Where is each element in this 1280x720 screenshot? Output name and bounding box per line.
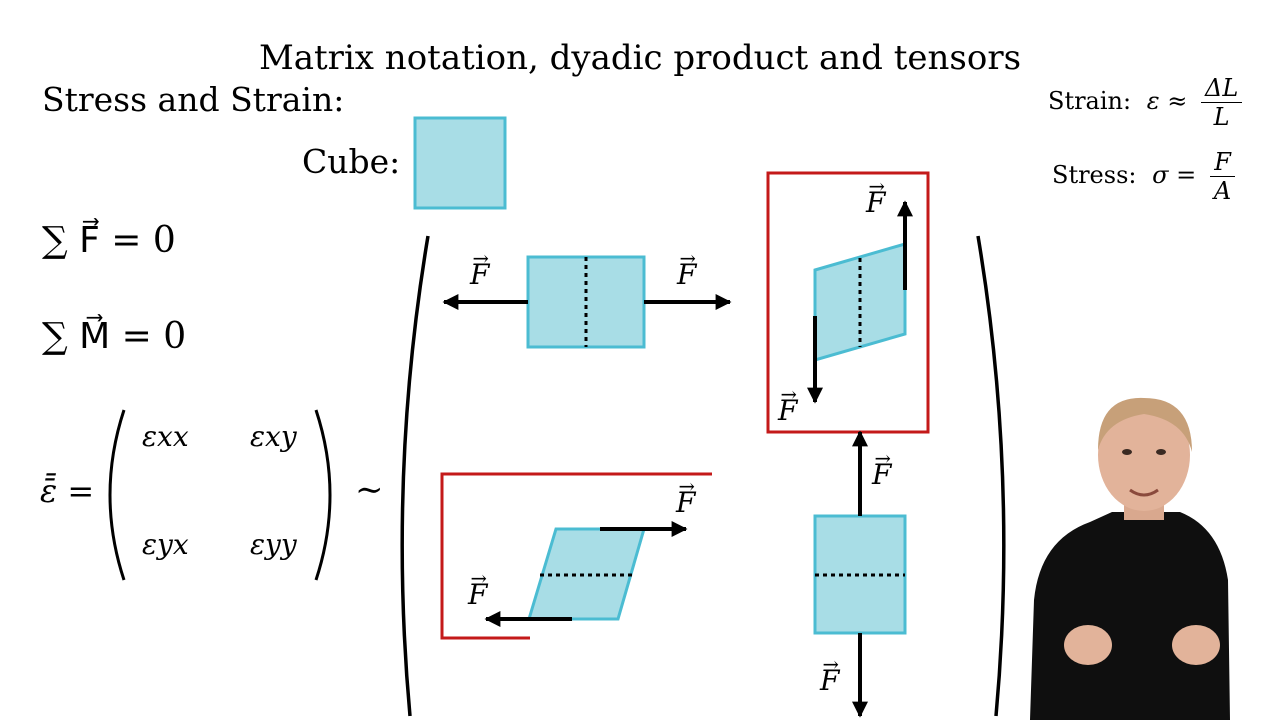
force-label-left-yx: F [468, 567, 488, 611]
stress-definition: Stress: σ = F A [1052, 148, 1236, 205]
presenter-figure [1030, 397, 1230, 720]
force-label-up-yy: F [872, 447, 892, 491]
strain-label: Strain: [1048, 87, 1132, 115]
moment-balance-equation: ∑ M⃗ = 0 [42, 316, 187, 357]
matrix-element-yy: εyy [250, 528, 297, 561]
strain-numerator: ΔL [1201, 74, 1243, 103]
slide-title: Matrix notation, dyadic product and tens… [258, 38, 1022, 78]
stress-fraction: F A [1209, 148, 1236, 205]
matrix-left-paren [108, 409, 126, 581]
tension-block-yy [813, 514, 907, 635]
similar-symbol: ∼ [355, 470, 384, 510]
stress-label: Stress: [1052, 161, 1137, 189]
big-left-paren [400, 235, 430, 717]
tension-block [526, 255, 646, 349]
stress-denominator: A [1213, 177, 1232, 205]
force-label-up-xy: F [866, 175, 886, 219]
strain-definition: Strain: ε ≈ ΔL L [1048, 74, 1243, 131]
strain-denominator: L [1213, 103, 1230, 131]
stress-numerator: F [1209, 148, 1236, 177]
cube-label: Cube: [302, 142, 401, 181]
reference-cube [413, 116, 507, 210]
matrix-element-xx: εxx [142, 420, 189, 453]
force-label-right: F [677, 247, 697, 291]
force-label-down-xy: F [778, 383, 798, 427]
matrix-element-xy: εxy [250, 420, 297, 453]
highlight-frame-yx [440, 472, 712, 640]
force-label-left: F [470, 247, 490, 291]
strain-fraction: ΔL L [1201, 74, 1243, 131]
force-label-right-yx: F [676, 475, 696, 519]
stress-lhs: σ = [1152, 161, 1197, 189]
section-heading: Stress and Strain: [42, 80, 345, 119]
force-label-down-yy: F [820, 653, 840, 697]
matrix-element-yx: εyx [142, 528, 189, 561]
big-right-paren [976, 235, 1006, 717]
matrix-right-paren [314, 409, 332, 581]
force-balance-equation: ∑ F⃗ = 0 [42, 220, 176, 261]
shear-block-yx [526, 527, 646, 621]
strain-tensor-symbol: ε̄̄ = [40, 472, 95, 510]
strain-lhs: ε ≈ [1146, 87, 1188, 115]
highlight-frame-xy [766, 171, 930, 434]
